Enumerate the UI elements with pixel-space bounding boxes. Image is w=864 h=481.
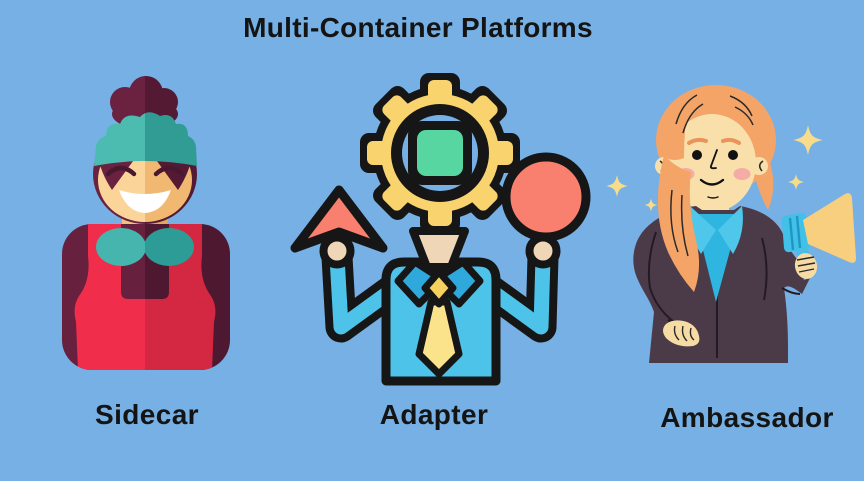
sparkle-icon [644,198,658,212]
ponytail [657,155,700,292]
hand-left [319,233,355,269]
closed-eye-right [153,165,185,177]
smile [119,190,171,213]
person-figure [290,73,591,386]
nose [709,149,718,170]
sparkle-icon [793,125,823,155]
pattern-label-ambassador: Ambassador [660,402,834,433]
hand-on-hip [663,320,700,347]
eye-right [728,150,738,160]
woman-megaphone-icon [606,85,856,363]
mouth [699,178,725,186]
cheek-right [733,168,751,180]
woman-avatar-icon [62,76,230,370]
page-title: Multi-Container Platforms [243,12,593,43]
eye-left [692,150,702,160]
sidecar-illustration [62,76,230,370]
gear-icon [360,73,520,233]
chip-green [417,130,463,176]
sparkle-icon [606,175,628,197]
adapter-illustration [290,73,591,386]
hand-right [525,233,561,269]
tie-knot [421,268,457,308]
megaphone-icon [781,193,856,280]
eyebrow-right [721,137,741,145]
pattern-label-sidecar: Sidecar [95,399,199,430]
closed-eye-left [105,165,137,177]
shirt-collar-right [718,206,743,254]
sparkle-icon [788,174,804,190]
ambassador-illustration [606,85,856,363]
tie [415,298,463,378]
eyebrow-left [687,137,708,145]
pattern-label-adapter: Adapter [379,399,489,430]
triangle-icon [290,185,388,253]
